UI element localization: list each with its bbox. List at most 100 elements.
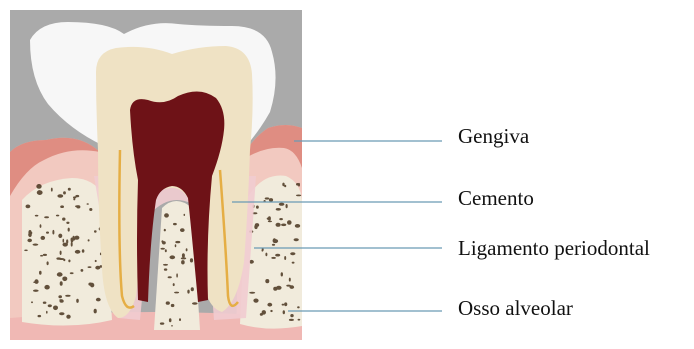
bone-pore [270, 310, 272, 312]
label-osso-alveolar: Osso alveolar [458, 298, 573, 319]
bone-pore [53, 306, 58, 311]
bone-pore [181, 260, 185, 264]
bone-pore [35, 215, 39, 217]
bone-pore [36, 184, 41, 189]
bone-pore [38, 315, 42, 317]
bone-pore [282, 304, 285, 306]
bone-pore [68, 260, 70, 263]
bone-pore [57, 194, 63, 197]
bone-pore [73, 198, 75, 201]
bone-pore [265, 253, 267, 257]
bone-pore [173, 223, 177, 225]
bone-pore [51, 188, 53, 192]
bone-pore [273, 238, 277, 243]
bone-pore [164, 213, 169, 217]
bone-pore [173, 283, 175, 286]
bone-pore [24, 250, 28, 252]
bone-pore [39, 271, 42, 275]
bone-pore [265, 197, 270, 199]
bone-pore [272, 244, 275, 246]
bone-pore [94, 309, 97, 314]
bone-pore [175, 241, 180, 243]
bone-pore [89, 208, 92, 211]
bone-pore [60, 251, 62, 255]
bone-pore [295, 224, 300, 228]
bone-pore [82, 249, 85, 253]
bone-pore [286, 285, 291, 287]
bone-pore [190, 258, 193, 262]
bone-pore [58, 234, 62, 238]
bone-pore [267, 218, 270, 220]
bone-pore [58, 295, 62, 298]
bone-pore [66, 222, 69, 224]
bone-pore [268, 221, 272, 223]
bone-pore [276, 223, 281, 227]
bone-pore [166, 301, 170, 304]
bone-pore [40, 224, 42, 228]
bone-pore [164, 268, 167, 270]
bone-pore [60, 205, 64, 208]
bone-pore [275, 254, 280, 257]
bone-pore [59, 312, 64, 315]
bone-pore [294, 238, 299, 241]
bone-pore [164, 229, 166, 232]
bone-pore [56, 215, 59, 217]
bone-pore [281, 272, 283, 276]
bone-pore [262, 310, 266, 315]
bone-pore [162, 241, 166, 244]
bone-pore [267, 303, 272, 307]
bone-pore [95, 260, 97, 262]
bone-pore [94, 230, 97, 232]
bone-pore [62, 218, 65, 221]
bone-pore [43, 254, 47, 256]
bone-pore [296, 195, 301, 197]
bone-pore [33, 244, 39, 246]
bone-pore [62, 277, 67, 282]
bone-pore [269, 198, 273, 202]
bone-pore [163, 264, 168, 266]
bone-pore [52, 230, 54, 235]
bone-pore [281, 224, 286, 227]
bone-pore [262, 250, 264, 252]
bone-pore [298, 319, 301, 321]
bone-pore [276, 208, 281, 211]
bone-pore [44, 285, 49, 290]
bone-pore [31, 301, 33, 303]
bone-pore [276, 286, 282, 290]
bone-pore [186, 248, 188, 251]
bone-pore [256, 206, 259, 209]
bone-pore [47, 261, 49, 265]
bone-pore [169, 318, 172, 322]
bone-pore [46, 311, 48, 314]
bone-pore [28, 230, 31, 235]
bone-pore [284, 302, 287, 306]
bone-pore [184, 214, 186, 216]
bone-pore [68, 228, 70, 232]
bone-pore [34, 279, 38, 284]
bone-pore [290, 252, 295, 255]
bone-pore [174, 292, 179, 294]
bone-pore [279, 203, 285, 206]
bone-pore [81, 269, 84, 272]
bone-pore [27, 239, 32, 243]
bone-pore [48, 304, 52, 307]
bone-pore [73, 236, 75, 238]
bone-pore [40, 255, 43, 257]
bone-pore [279, 218, 283, 220]
bone-pore [41, 236, 46, 240]
bone-pore [38, 190, 40, 192]
bone-pore [63, 239, 65, 243]
bone-pore [283, 310, 285, 314]
bone-pore [289, 278, 291, 282]
bone-pore [249, 292, 255, 294]
bone-pore [292, 262, 295, 264]
bone-pore [282, 183, 284, 187]
bone-pore [43, 302, 47, 304]
bone-pore [284, 256, 286, 260]
bone-pore [33, 290, 39, 292]
bone-pore [181, 257, 186, 259]
bone-pore [87, 203, 89, 205]
bone-pore [59, 258, 65, 260]
bone-pore [44, 216, 49, 218]
